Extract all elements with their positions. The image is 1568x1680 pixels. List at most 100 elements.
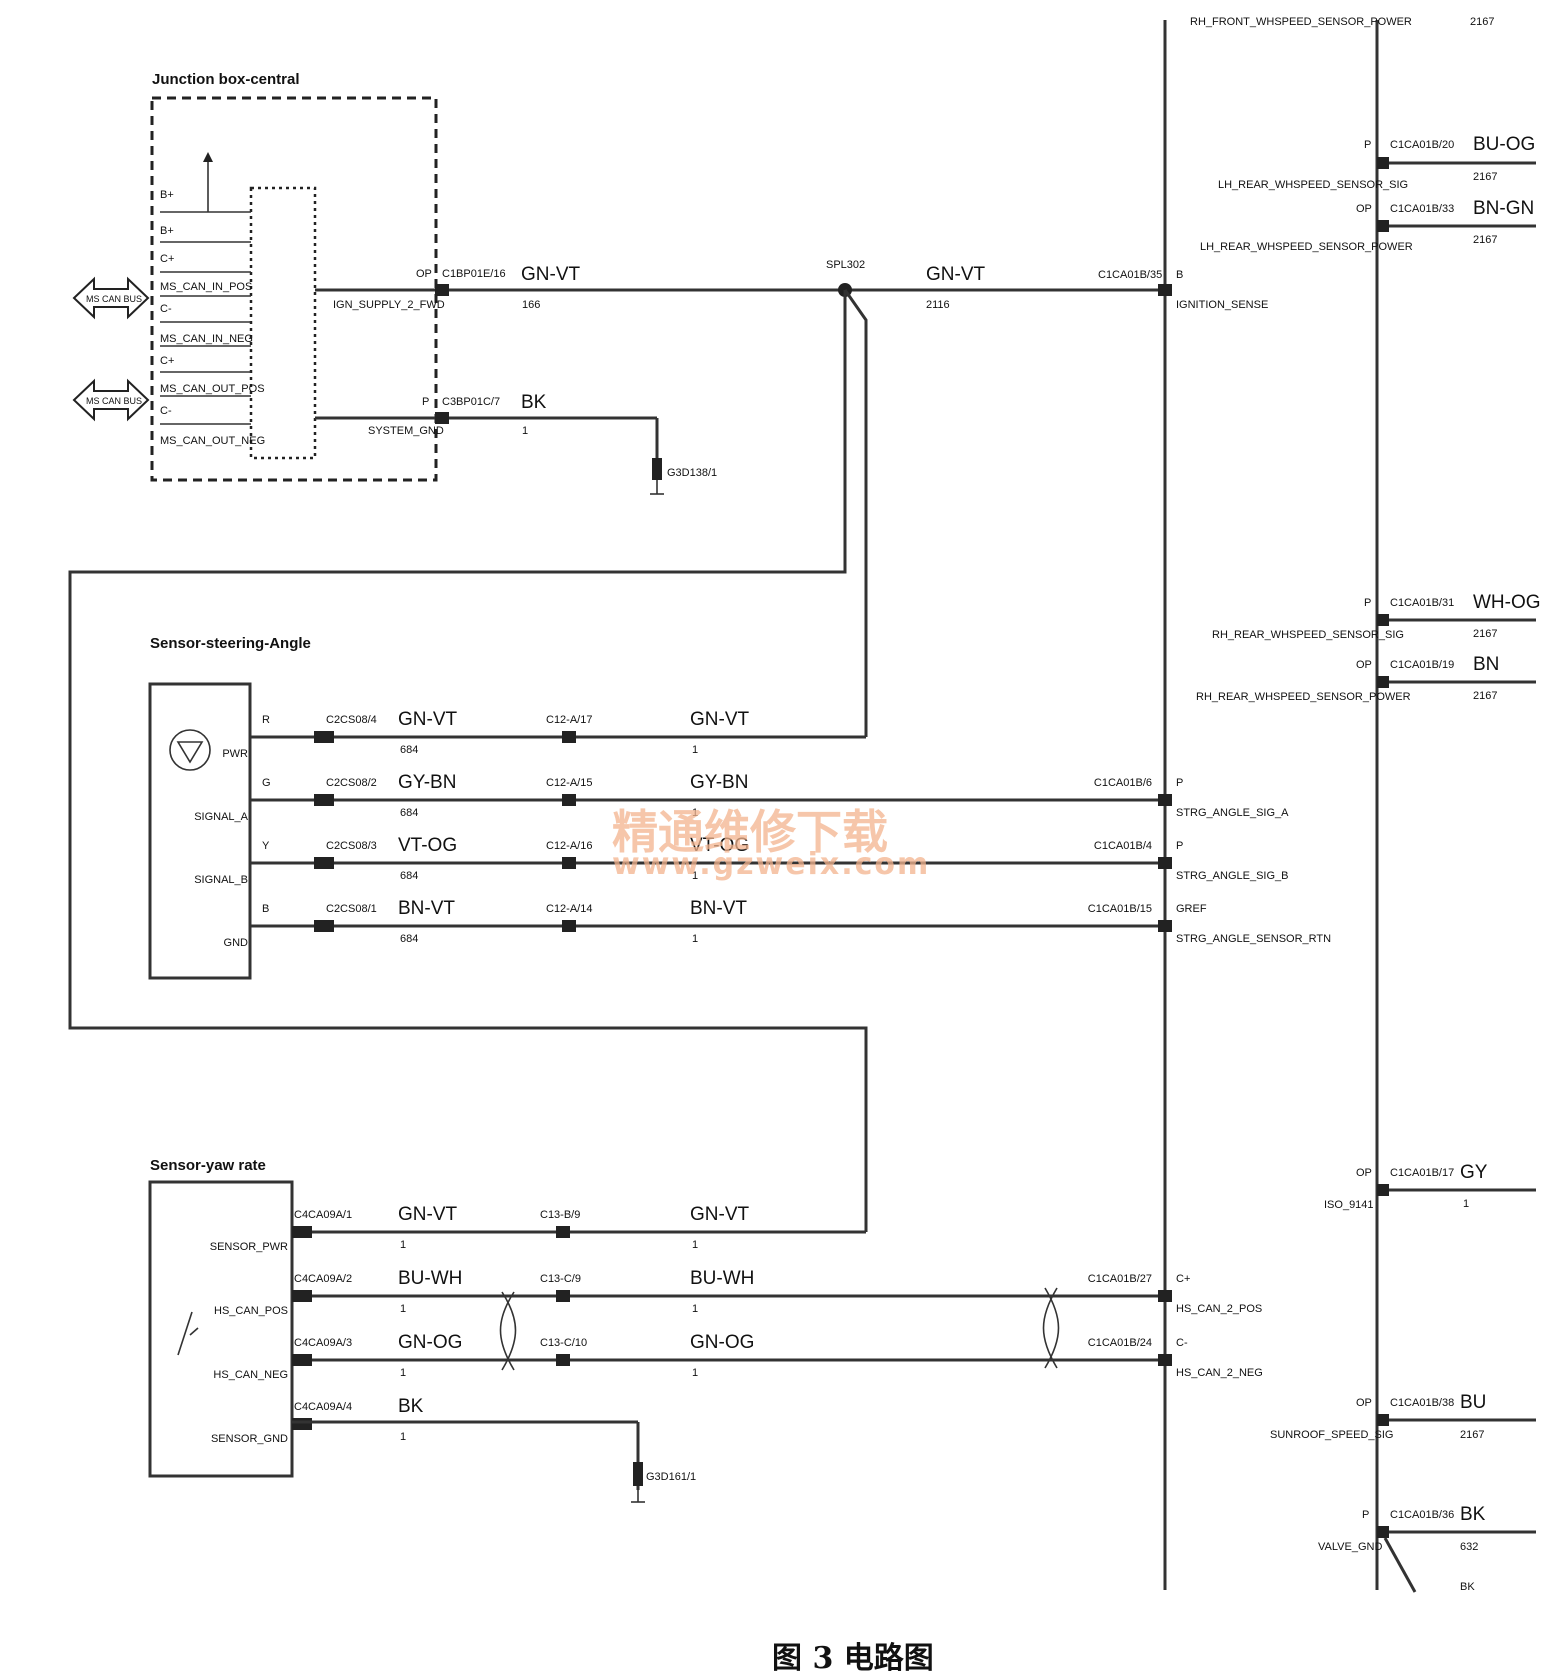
steering-wheel-icon	[169, 729, 211, 771]
steering-color-1: GY-BN	[398, 772, 456, 793]
yaw-title: Sensor-yaw rate	[150, 1157, 266, 1174]
svg-text:C1CA01B/31: C1CA01B/31	[1390, 597, 1454, 609]
junction-box-pins: B+ B+ C+ MS_CAN_IN_POS C- MS_CAN_IN_NEG …	[160, 189, 265, 447]
steering-module-signal: STRG_ANGLE_SIG_B	[1176, 870, 1289, 882]
steering-title: Sensor-steering-Angle	[150, 635, 311, 652]
steering-num-2: 1	[692, 744, 698, 756]
out2-signal: SYSTEM_GND	[368, 425, 444, 437]
svg-text:RH_REAR_WHSPEED_SENSOR_POWER: RH_REAR_WHSPEED_SENSOR_POWER	[1196, 691, 1411, 703]
steering-module-signal: STRG_ANGLE_SIG_A	[1176, 807, 1289, 819]
out1-signal: IGN_SUPPLY_2_FWD	[333, 299, 445, 311]
steering-connector-1-icon	[314, 794, 334, 806]
steering-connector-2-icon	[562, 857, 576, 869]
svg-text:2167: 2167	[1473, 628, 1497, 640]
yaw-module-connector: C1CA01B/24	[1088, 1337, 1152, 1349]
yaw-color-1: GN-VT	[398, 1204, 458, 1225]
steering-num-2: 1	[692, 933, 698, 945]
yaw-pin-name: HS_CAN_NEG	[213, 1369, 288, 1381]
yaw-connector-2-icon	[556, 1226, 570, 1238]
steering-color-1: BN-VT	[398, 898, 455, 919]
steering-connector-2-icon	[562, 794, 576, 806]
yaw-color-2: BU-WH	[690, 1268, 754, 1289]
splice-num: 2116	[926, 299, 950, 311]
ign-connector: C1CA01B/35	[1098, 269, 1162, 281]
steering-connector-2-icon	[562, 920, 576, 932]
svg-text:OP: OP	[1356, 1167, 1372, 1179]
svg-text:C1CA01B/20: C1CA01B/20	[1390, 139, 1454, 151]
ground-icon-1	[650, 458, 664, 495]
right-pin-lh-sig: P C1CA01B/20 BU-OG 2167 LH_REAR_WHSPEED_…	[1218, 134, 1536, 191]
jb-pin-2: C+	[160, 253, 174, 265]
jb-pin-0: B+	[160, 189, 174, 201]
splice-branch-to-yaw	[68, 290, 868, 1232]
steering-module-type: P	[1176, 840, 1183, 852]
svg-text:BN: BN	[1473, 654, 1499, 675]
steering-color-2: GN-VT	[690, 709, 750, 730]
steering-title-text: Sensor-steering-Angle	[150, 635, 311, 652]
yaw-module-connector-icon	[1158, 1354, 1172, 1366]
svg-text:OP: OP	[1356, 203, 1372, 215]
top-cut-num: 2167	[1470, 16, 1494, 28]
junction-box-outline	[150, 96, 438, 482]
ground-1-label: G3D138/1	[667, 467, 717, 479]
junction-box-title: Junction box-central	[152, 71, 300, 88]
steering-pin: G	[262, 777, 271, 789]
steering-num-2: 1	[692, 870, 698, 882]
svg-text:BU: BU	[1460, 1392, 1486, 1413]
svg-text:1: 1	[1463, 1198, 1469, 1210]
out1-num: 166	[522, 299, 540, 311]
svg-text:2167: 2167	[1473, 690, 1497, 702]
out2-type: P	[422, 396, 429, 408]
steering-color-2: BN-VT	[690, 898, 747, 919]
yaw-color-2: GN-OG	[690, 1332, 754, 1353]
jb-pin-7: MS_CAN_OUT_POS	[160, 383, 265, 395]
steering-connector-1-icon	[314, 920, 334, 932]
yaw-module-connector: C1CA01B/27	[1088, 1273, 1152, 1285]
yaw-connector-2: C13-C/10	[540, 1337, 587, 1349]
yaw-color-1: BU-WH	[398, 1268, 462, 1289]
yaw-module-type: C+	[1176, 1273, 1190, 1285]
yaw-color-1: BK	[398, 1396, 424, 1417]
ground-2-label: G3D161/1	[646, 1471, 696, 1483]
yaw-connector-2: C13-B/9	[540, 1209, 580, 1221]
yaw-connector-1-icon	[292, 1354, 312, 1366]
c1bp01e-connector-icon	[435, 284, 449, 296]
right-pin-sunroof: OP C1CA01B/38 BU 2167 SUNROOF_SPEED_SIG	[1270, 1392, 1536, 1441]
yaw-pin-name: HS_CAN_POS	[214, 1305, 288, 1317]
svg-text:OP: OP	[1356, 1397, 1372, 1409]
svg-text:C1CA01B/33: C1CA01B/33	[1390, 203, 1454, 215]
watermark-url: www.gzweix.com	[612, 847, 930, 882]
svg-text:C1CA01B/36: C1CA01B/36	[1390, 1509, 1454, 1521]
svg-text:C1CA01B/17: C1CA01B/17	[1390, 1167, 1454, 1179]
steering-module-connector: C1CA01B/6	[1094, 777, 1152, 789]
svg-text:WH-OG: WH-OG	[1473, 592, 1541, 613]
steering-module-connector-icon	[1158, 857, 1172, 869]
ign-signal: IGNITION_SENSE	[1176, 299, 1268, 311]
yaw-module-connector-icon	[1158, 1290, 1172, 1302]
jb-pin-8: C-	[160, 405, 172, 417]
ign-sense-connector-icon	[1158, 284, 1172, 296]
ground-icon-2	[631, 1462, 645, 1503]
yaw-pin-name: SENSOR_PWR	[210, 1241, 288, 1253]
yaw-sensor-box	[148, 1180, 294, 1478]
steering-connector-1: C2CS08/2	[326, 777, 377, 789]
svg-text:2167: 2167	[1473, 171, 1497, 183]
svg-text:BU-OG: BU-OG	[1473, 134, 1535, 155]
svg-text:BK: BK	[1460, 1504, 1486, 1525]
steering-pin: Y	[262, 840, 270, 852]
splice-color: GN-VT	[926, 264, 986, 285]
steering-connector-1-icon	[314, 857, 334, 869]
steering-color-1: GN-VT	[398, 709, 458, 730]
steering-num-2: 1	[692, 807, 698, 819]
svg-text:LH_REAR_WHSPEED_SENSOR_SIG: LH_REAR_WHSPEED_SENSOR_SIG	[1218, 179, 1408, 191]
ms-can-bus-arrow-1: MS CAN BUS	[72, 276, 150, 320]
yaw-connector-2: C13-C/9	[540, 1273, 581, 1285]
svg-text:632: 632	[1460, 1541, 1478, 1553]
steering-module-signal: STRG_ANGLE_SENSOR_RTN	[1176, 933, 1331, 945]
svg-text:OP: OP	[1356, 659, 1372, 671]
out1-connector: C1BP01E/16	[442, 268, 506, 280]
